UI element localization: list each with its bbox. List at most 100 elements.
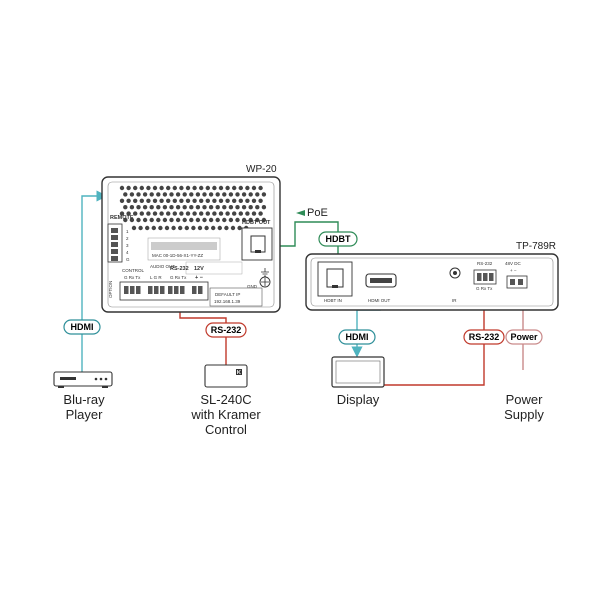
sl240c-label-line1: SL-240C [200,392,251,407]
vent-hole [139,211,144,216]
terminal-pin [148,286,153,294]
tag-rs232-right: RS-232 [463,329,505,345]
vent-hole [182,192,187,197]
vent-hole [215,192,220,197]
vent-hole [158,225,163,231]
vent-hole [195,205,201,210]
tp789r-name: TP-789R [516,241,556,252]
vent-hole [215,205,220,210]
vent-hole [232,198,237,203]
vent-hole [159,211,164,216]
vent-hole [208,217,214,223]
vent-hole [211,225,216,231]
vent-hole [189,205,194,210]
tag-rs232-left: RS-232 [205,322,247,338]
wp20-device [101,176,281,313]
vent-hole [149,192,154,197]
vent-hole [123,217,128,223]
vent-hole [204,225,209,231]
terminal-pin [136,286,141,294]
vent-hole [182,217,187,223]
vent-hole [199,198,204,203]
svg-text:HDBT: HDBT [326,234,351,244]
tag-hdbt: HDBT [318,231,358,247]
vent-hole [192,211,197,216]
vent-hole [138,225,143,231]
wp20-power-pins: + − [195,275,203,281]
vent-hole [228,192,234,197]
remote-pin-1: 1 [126,229,129,234]
vent-hole [205,198,210,203]
vent-hole [136,192,141,197]
vent-hole [202,205,207,210]
vent-hole [199,211,204,216]
remote-pin-4: 4 [126,250,129,255]
vent-hole [152,211,158,216]
vent-hole [217,225,222,231]
terminal-pin [180,286,185,294]
remote-label: REMOTE [110,215,134,221]
vent-hole [255,192,260,197]
vent-hole [225,185,230,191]
vent-hole [205,185,210,191]
vent-hole [235,217,240,223]
wp20-name: WP-20 [246,164,277,175]
vent-hole [175,192,181,197]
vent-hole [218,198,224,203]
sl240c-label-line3: Control [205,422,247,437]
vent-hole [146,211,151,216]
remote-pin-3: 3 [126,243,129,248]
vent-hole [166,198,171,203]
rs232-cable-left [179,310,227,365]
bluray-label-line1: Blu-ray [63,392,105,407]
vent-hole [205,211,210,216]
vent-hole [159,185,164,191]
vent-hole [238,211,243,216]
terminal-pin [160,286,165,294]
wp20-rs232-label: RS-232 [170,266,189,272]
vent-hole [228,205,234,210]
vent-hole [258,198,263,203]
vent-hole [123,192,128,197]
vent-hole [126,185,131,191]
terminal-pin [174,286,179,294]
vent-hole [261,205,267,210]
vent-hole [202,192,207,197]
vent-hole [184,225,189,231]
vent-hole [172,185,177,191]
vent-hole [212,211,217,216]
vent-hole [179,198,184,203]
vent-hole [136,205,141,210]
vent-hole [191,225,196,231]
vent-hole [248,192,253,197]
bluray-player-icon [53,371,113,388]
vent-hole [162,217,168,223]
vent-hole [146,198,151,203]
remote-pin-g: G [126,257,130,262]
vent-hole [258,185,263,191]
vent-hole [142,205,148,210]
vent-hole [237,225,242,231]
vent-grid [119,185,267,231]
vent-hole [171,225,176,231]
terminal-pin [192,286,197,294]
vent-hole [224,225,229,231]
vent-hole [222,192,227,197]
vent-hole [149,205,154,210]
terminal-pin [130,286,135,294]
vent-hole [126,211,131,216]
terminal-pin [154,286,159,294]
vent-hole [261,217,267,223]
vent-hole [251,185,257,191]
svg-text:RS-232: RS-232 [211,325,242,335]
terminal-pin [124,286,129,294]
vent-hole [185,211,191,216]
vent-hole [123,205,128,210]
display-icon [331,356,385,388]
vent-hole [241,192,247,197]
vent-hole [119,185,125,191]
vent-hole [178,225,183,231]
remote-terminal [111,228,118,261]
vent-hole [192,185,197,191]
